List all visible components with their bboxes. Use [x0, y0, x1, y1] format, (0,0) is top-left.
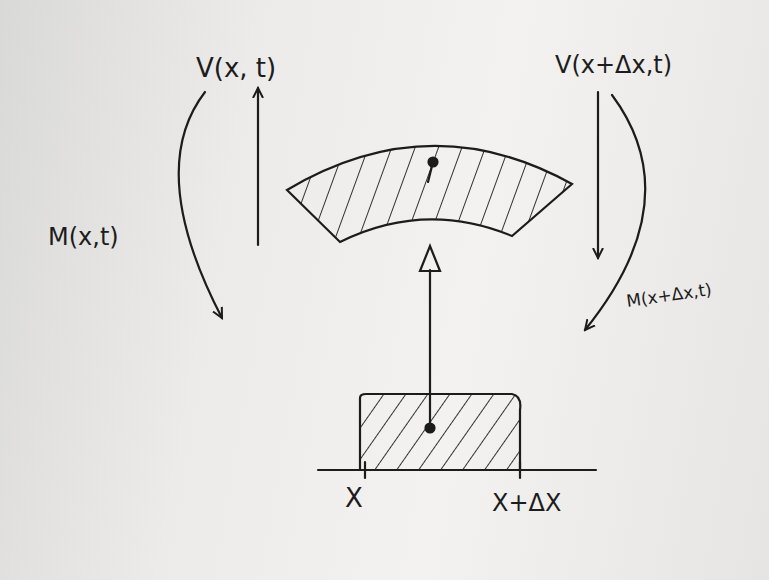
formula-label: V(x+Δx,t)	[555, 52, 672, 78]
formula-label: X+ΔX	[492, 490, 561, 516]
formula-label: X	[345, 484, 363, 513]
formula-label: M(x,t)	[48, 224, 119, 250]
formula-label: V(x, t)	[196, 54, 276, 83]
formula-label: M(x+Δx,t)	[625, 280, 713, 310]
